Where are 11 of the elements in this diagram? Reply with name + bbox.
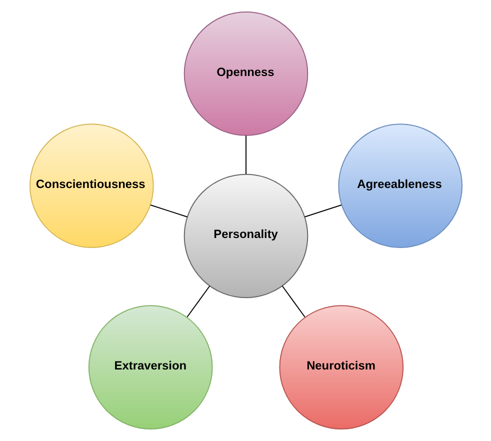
connector bbox=[281, 286, 305, 318]
node-circle: Extraversion bbox=[88, 305, 212, 430]
node-circle: Openness bbox=[183, 12, 308, 136]
connector bbox=[150, 204, 188, 218]
node-circle: Personality bbox=[183, 174, 308, 298]
node-circle: Conscientiousness bbox=[28, 124, 154, 248]
node-circle: Agreeableness bbox=[338, 124, 462, 248]
connector bbox=[245, 135, 246, 175]
connector bbox=[304, 204, 342, 218]
node-circle: Neuroticism bbox=[278, 305, 404, 430]
connector bbox=[186, 286, 210, 318]
